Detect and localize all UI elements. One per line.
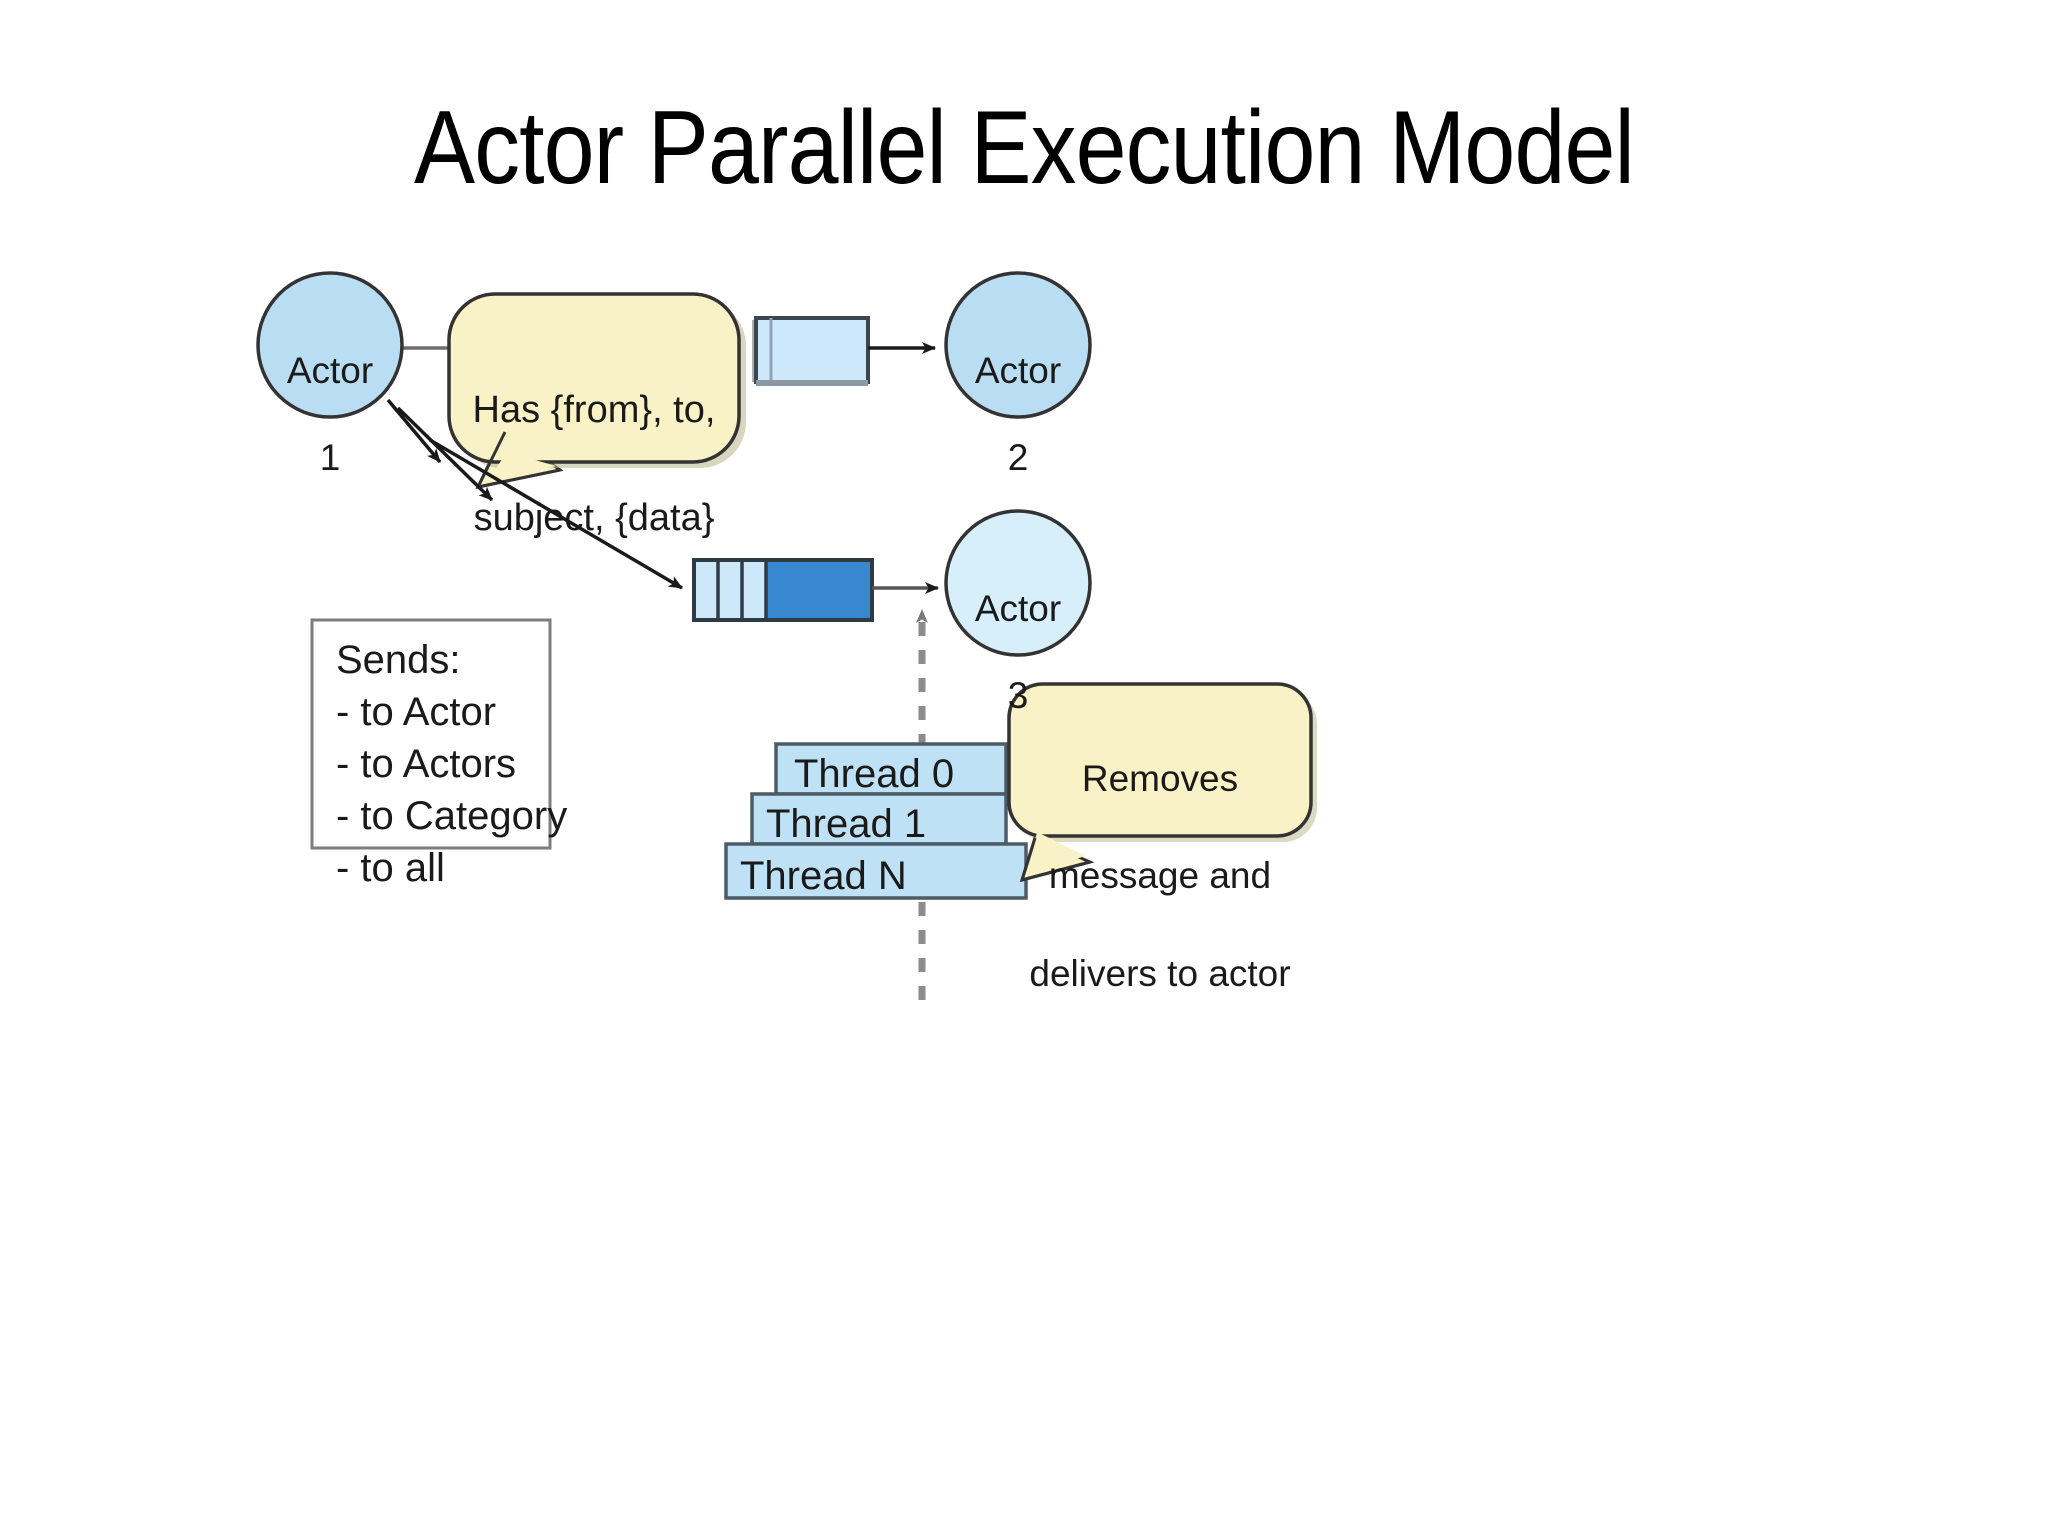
callout-thread-line1: Removes <box>1081 757 1239 799</box>
connector-send-arrow-2 <box>396 406 494 502</box>
callout-message-line2: subject, {data} <box>473 496 715 539</box>
sends-legend-item-3: - to all <box>336 846 445 890</box>
callout-message-line1: Has {from}, to, <box>472 388 716 431</box>
callout-thread-behavior <box>1007 682 1317 883</box>
sends-legend-item-1: - to Actors <box>336 742 517 786</box>
callout-thread-line3: delivers to actor <box>1029 953 1291 995</box>
callout-thread-line2: message and <box>1048 855 1272 897</box>
sends-legend-item-2: - to Category <box>336 794 568 838</box>
thread-box-n-label: Thread N <box>740 854 907 898</box>
connector-send-arrow-1 <box>386 398 442 464</box>
thread-box-1-label: Thread 1 <box>766 802 927 846</box>
page-title: Actor Parallel Execution Model <box>414 90 1635 206</box>
queue-actor3-mailbox <box>692 558 874 622</box>
actor-node-actor1[interactable] <box>256 271 404 419</box>
callout-thread-behavior-text: Removes message and delivers to actor <box>1013 706 1307 999</box>
connector-send-arrow-3 <box>429 438 683 590</box>
sends-legend-box <box>310 618 552 850</box>
thread-stack <box>724 742 1028 900</box>
queue-actor2-mailbox <box>752 316 870 386</box>
connector-actor1-to-callout <box>398 346 457 400</box>
connector-actor1-sends-group <box>386 398 683 590</box>
sends-legend-item-0: - to Actor <box>336 690 497 734</box>
callout-message-structure-text: Has {from}, to, subject, {data} <box>455 330 733 546</box>
thread-box-0-label: Thread 0 <box>794 752 955 796</box>
callout-message-structure <box>447 292 746 490</box>
sends-legend-text: Sends: - to Actor - to Actors - to Categ… <box>336 634 568 894</box>
actor-node-actor2[interactable] <box>944 271 1092 419</box>
thread-box-n[interactable] <box>724 842 1028 900</box>
actor-node-actor3[interactable] <box>944 509 1092 657</box>
sends-legend-title: Sends: <box>336 638 461 682</box>
